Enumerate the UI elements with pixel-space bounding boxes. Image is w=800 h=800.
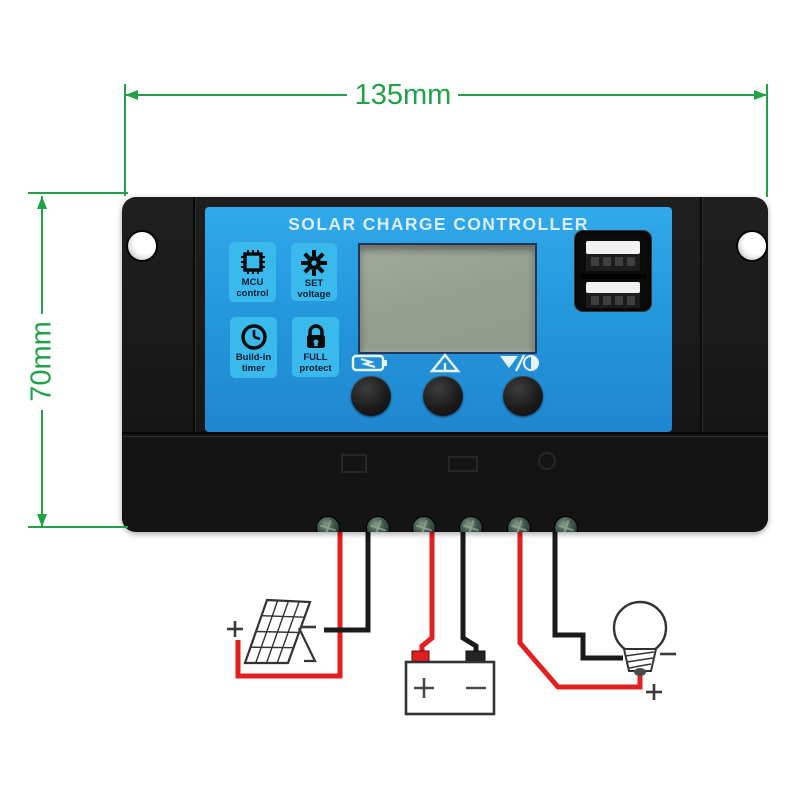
embossed-panel-symbol [341, 454, 367, 473]
padlock-icon [302, 321, 330, 353]
mcu-chip-icon [239, 246, 267, 278]
embossed-bulb-symbol [538, 452, 556, 470]
terminal-screw-bat-plus[interactable] [412, 516, 436, 532]
gear-icon [300, 247, 328, 279]
battery-charge-icon [351, 353, 389, 378]
battery-icon [404, 650, 496, 716]
battery-negative-wire [460, 526, 479, 654]
dual-usb-ports[interactable] [574, 230, 652, 312]
pv-plus-sign [227, 621, 243, 637]
feature-label-line1: Build-in [235, 352, 272, 363]
usb-port-2-pins [586, 293, 640, 308]
feature-label-line2: protect [299, 362, 332, 374]
right-seam [700, 197, 703, 532]
height-dimension-label: 70mm [25, 321, 58, 402]
feature-tile-protect: FULL protect [292, 317, 339, 377]
pv-negative-wire [324, 526, 371, 633]
solar-charge-controller: SOLAR CHARGE CONTROLLER MCU [122, 197, 768, 532]
down-button[interactable] [503, 376, 543, 416]
bulb-icon [612, 600, 668, 676]
usb-divider [581, 274, 645, 279]
load-positive-wire [517, 526, 643, 690]
up-arrow-icon [428, 353, 462, 378]
menu-button[interactable] [351, 376, 391, 416]
feature-label-line2: timer [241, 362, 266, 374]
feature-tile-set-voltage: SET voltage [291, 243, 337, 301]
up-button[interactable] [423, 376, 463, 416]
feature-tile-timer: Build-in timer [230, 317, 277, 378]
usb-port-2-tongue [586, 282, 640, 293]
lcd-screen [358, 243, 537, 354]
battery-positive-wire [419, 526, 435, 654]
device-title: SOLAR CHARGE CONTROLLER [288, 214, 589, 234]
terminal-screw-load-plus[interactable] [507, 516, 531, 532]
terminal-screw-pv-plus[interactable] [316, 516, 340, 532]
feature-label-line1: SET [304, 278, 324, 289]
feature-label-line1: MCU [241, 277, 264, 288]
terminal-cover [122, 432, 768, 532]
terminal-screw-load-minus[interactable] [554, 516, 578, 532]
feature-label-line2: voltage [297, 288, 331, 300]
width-dimension-label: 135mm [354, 79, 452, 111]
terminal-screw-bat-minus[interactable] [459, 516, 483, 532]
mount-hole-top-right [736, 230, 768, 262]
clock-icon [240, 321, 268, 353]
feature-label-line1: FULL [303, 352, 328, 363]
load-negative-wire [552, 526, 623, 661]
mount-hole-top-left [126, 230, 158, 262]
left-seam [193, 197, 196, 532]
feature-label-line2: control [236, 287, 269, 299]
down-arrow-light-icon [498, 353, 542, 378]
embossed-battery-symbol [448, 456, 478, 472]
pv-positive-wire [235, 526, 343, 679]
feature-tile-mcu: MCU control [229, 242, 276, 302]
terminal-screw-pv-minus[interactable] [366, 516, 390, 532]
solar-panel-icon [243, 598, 317, 665]
bulb-plus-sign [646, 684, 662, 700]
face-plate: SOLAR CHARGE CONTROLLER MCU [205, 207, 672, 432]
usb-port-1-tongue [586, 241, 640, 254]
usb-port-1-pins [586, 254, 640, 271]
